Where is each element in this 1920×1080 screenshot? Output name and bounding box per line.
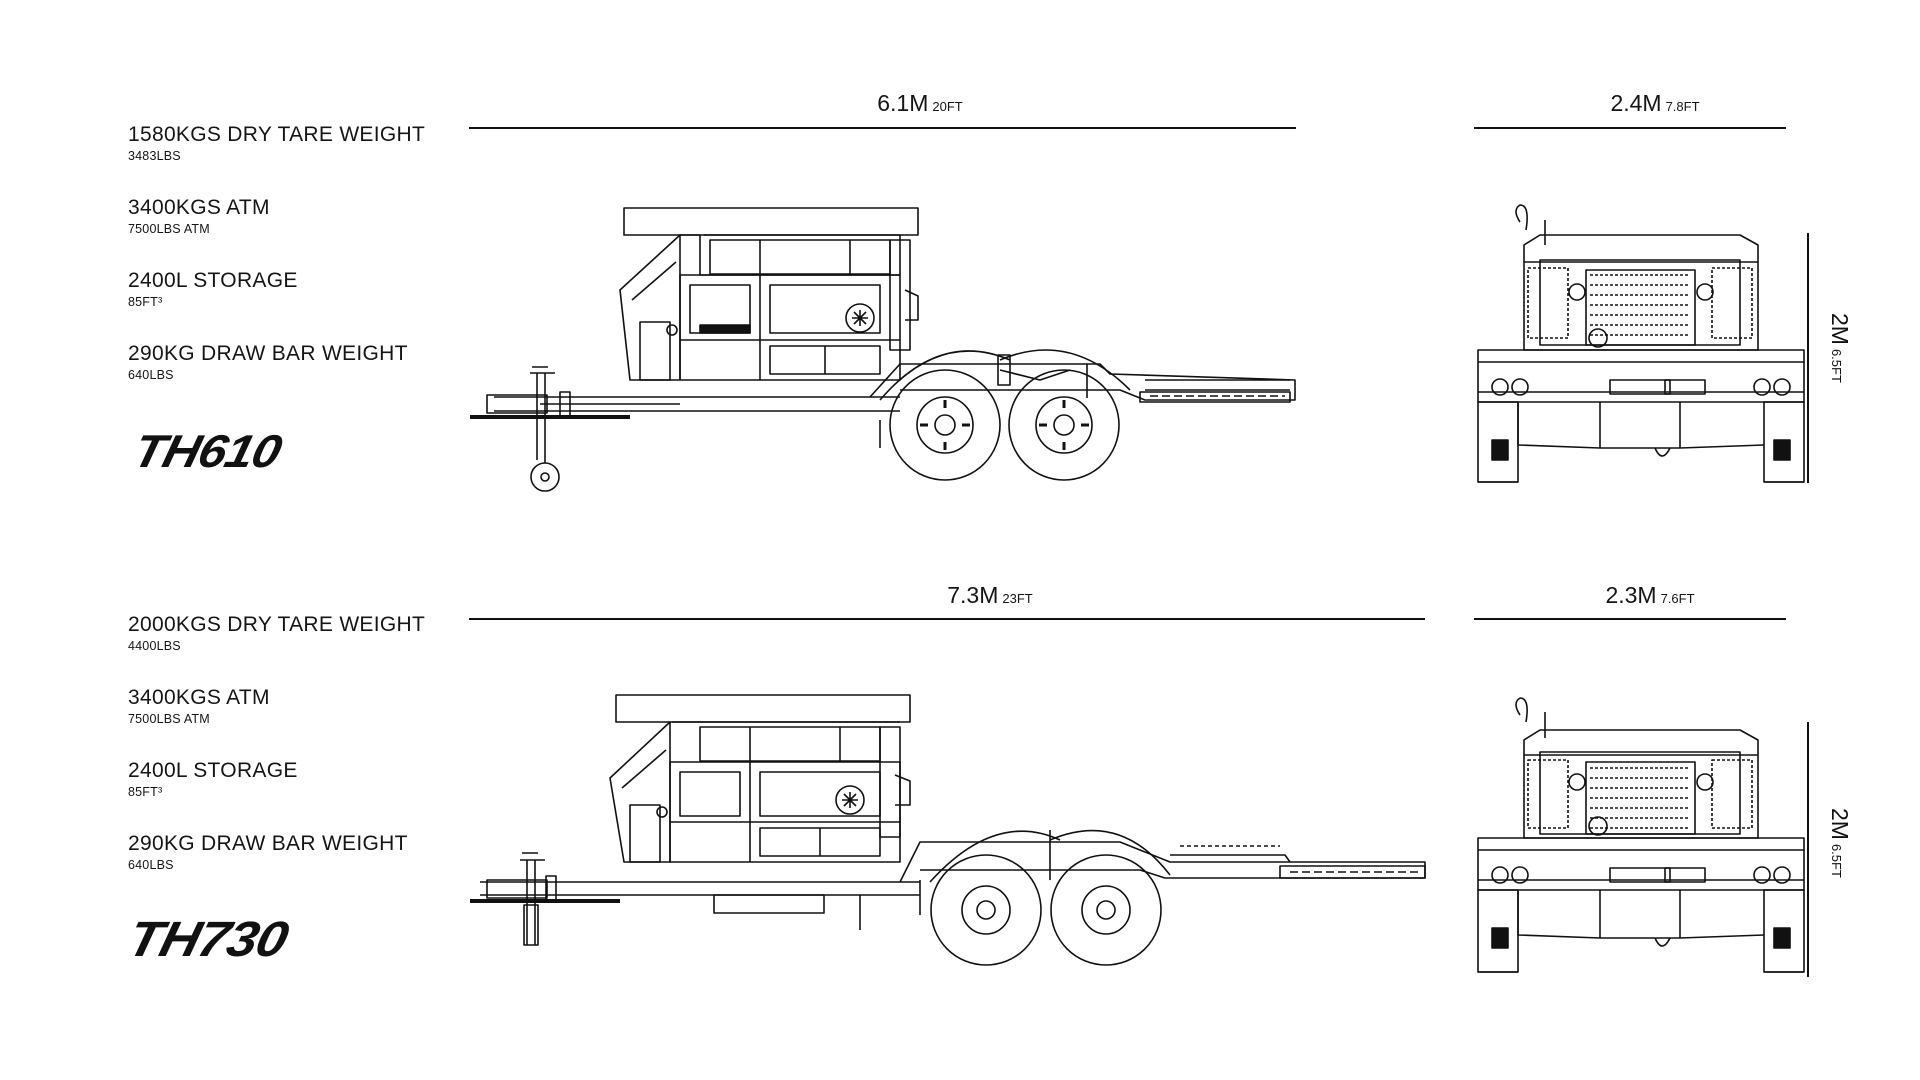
width-line-th610	[1474, 127, 1786, 129]
height-line-th730	[1807, 722, 1809, 977]
spec-draw-bar-weight: 290KG DRAW BAR WEIGHT 640LBS	[128, 832, 408, 872]
specs-th610: 1580KGS DRY TARE WEIGHT 3483LBS 3400KGS …	[128, 122, 458, 414]
spec-atm: 3400KGS ATM 7500LBS ATM	[128, 196, 270, 236]
th610-rear-view	[1477, 204, 1805, 483]
th610-side-view	[470, 207, 1296, 492]
spec-storage: 2400L STORAGE 85FT³	[128, 759, 298, 799]
specs-th730: 2000KGS DRY TARE WEIGHT 4400LBS 3400KGS …	[128, 612, 458, 904]
spec-atm: 3400KGS ATM 7500LBS ATM	[128, 686, 270, 726]
spec-storage: 2400L STORAGE 85FT³	[128, 269, 298, 309]
spec-tare-weight: 2000KGS DRY TARE WEIGHT 4400LBS	[128, 613, 426, 653]
height-line-th610	[1807, 233, 1809, 483]
th730-rear-view	[1477, 697, 1805, 973]
length-line-th610	[469, 127, 1296, 129]
spec-draw-bar-weight: 290KG DRAW BAR WEIGHT 640LBS	[128, 342, 408, 382]
spec-tare-weight: 1580KGS DRY TARE WEIGHT 3483LBS	[128, 123, 426, 163]
th730-side-view	[470, 694, 1426, 966]
width-line-th730	[1474, 618, 1786, 620]
length-line-th730	[469, 618, 1425, 620]
